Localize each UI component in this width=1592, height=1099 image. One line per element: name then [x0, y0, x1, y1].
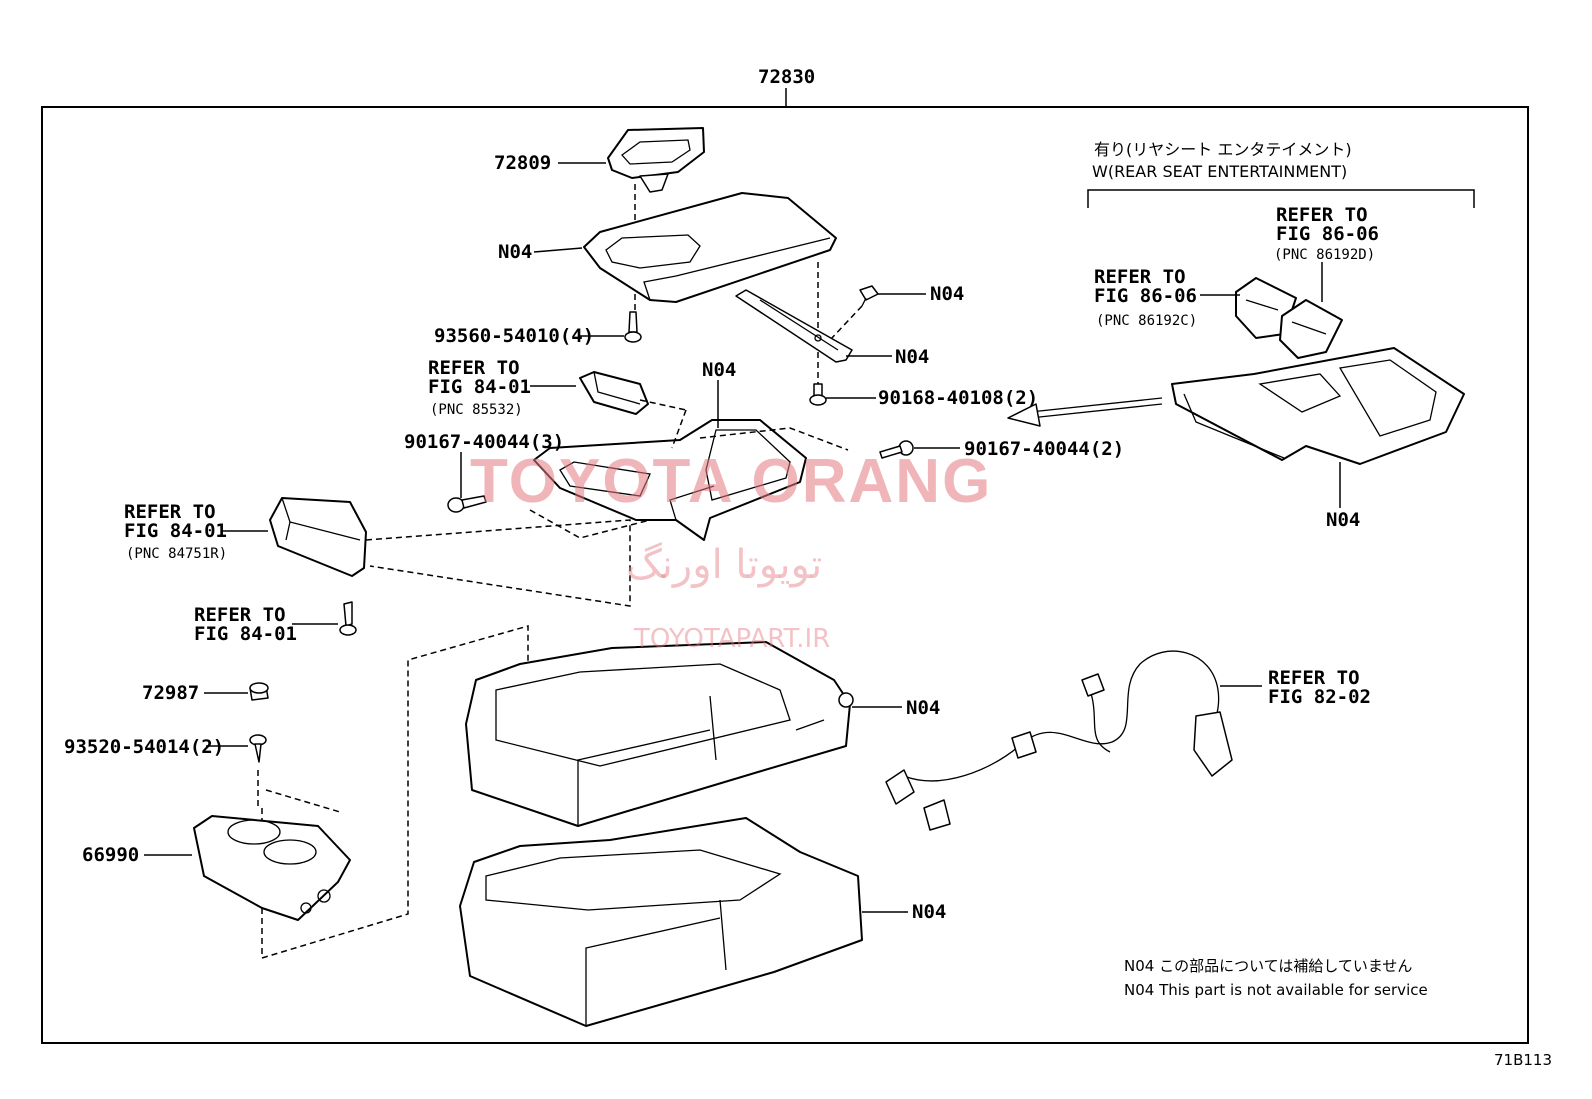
variant-japanese: 有り(リヤシート エンタテイメント) — [1094, 140, 1352, 159]
bracket-drawing — [735, 289, 853, 363]
usb-port-86192d-drawing — [1279, 299, 1343, 359]
ref-84751r-line1: REFER TO — [124, 501, 216, 523]
screw-8401-drawing — [339, 601, 357, 636]
console-box-drawing — [465, 641, 854, 827]
bolt-93560-drawing — [624, 311, 642, 343]
variant-bracket — [1087, 189, 1475, 208]
ref-86192d-line1: REFER TO — [1276, 204, 1368, 226]
callout-90167-2: 90167-40044(2) — [964, 438, 1125, 460]
upper-tray-drawing — [533, 419, 807, 541]
cap-72987-drawing — [249, 682, 269, 701]
armrest-lid-drawing — [583, 192, 837, 303]
assembly-number: 72830 — [758, 66, 816, 88]
callout-72809: 72809 — [494, 152, 552, 174]
callout-90167-3: 90167-40044(3) — [404, 431, 565, 453]
bolt-90167-3-drawing — [447, 495, 487, 513]
switch-85532-drawing — [579, 371, 649, 415]
ref-84751r-line2: FIG 84-01 — [124, 520, 227, 542]
ref-85532-line2: FIG 84-01 — [428, 376, 531, 398]
ref-86192d-pnc: (PNC 86192D) — [1274, 247, 1376, 263]
ref-8401-screw-line2: FIG 84-01 — [194, 623, 297, 645]
ref-85532-pnc: (PNC 85532) — [430, 402, 523, 418]
callout-93520: 93520-54014(2) — [64, 736, 225, 758]
ref-84751r-pnc: (PNC 84751R) — [126, 546, 228, 562]
watermark-site: TOYOTAPART.IR — [634, 624, 831, 654]
note-english: N04 This part is not available for servi… — [1124, 981, 1428, 999]
ref-86192c-pnc: (PNC 86192C) — [1096, 313, 1198, 329]
note-japanese: N04 この部品については補給していません — [1124, 957, 1413, 975]
arrow-head — [1007, 403, 1041, 427]
console-base-drawing — [459, 817, 863, 1027]
ref-8202-line2: FIG 82-02 — [1268, 686, 1371, 708]
callout-n04-clip: N04 — [930, 283, 965, 305]
callout-n04-lid: N04 — [498, 241, 533, 263]
diagram-frame — [41, 106, 1529, 1044]
arrow-shaft — [1029, 397, 1163, 413]
callout-n04-box: N04 — [906, 697, 941, 719]
switch-84751r-drawing — [269, 497, 367, 577]
ref-86192c-line1: REFER TO — [1094, 266, 1186, 288]
callout-90168: 90168-40108(2) — [878, 387, 1039, 409]
wire-harness-drawing — [885, 650, 1233, 831]
callout-72987: 72987 — [142, 682, 200, 704]
clip-drawing — [859, 285, 879, 307]
callout-n04-rear: N04 — [1326, 509, 1361, 531]
ref-8202-line1: REFER TO — [1268, 667, 1360, 689]
callout-n04-tray: N04 — [702, 359, 737, 381]
bolt-90167-2-drawing — [879, 440, 914, 459]
figure-code: 71B113 — [1494, 1051, 1553, 1069]
rear-tray-drawing — [1171, 347, 1465, 465]
bolt-90168-drawing — [809, 383, 827, 406]
screw-93520-drawing — [249, 734, 267, 763]
watermark-brand: TOYOTA ORANG — [470, 447, 993, 516]
ref-8401-screw-line1: REFER TO — [194, 604, 286, 626]
callout-93560: 93560-54010(4) — [434, 325, 595, 347]
ref-86192d-line2: FIG 86-06 — [1276, 223, 1379, 245]
callout-66990: 66990 — [82, 844, 140, 866]
ref-86192c-line2: FIG 86-06 — [1094, 285, 1197, 307]
ref-85532-line1: REFER TO — [428, 357, 520, 379]
variant-english: W(REAR SEAT ENTERTAINMENT) — [1092, 162, 1348, 181]
cupholder-66990-drawing — [193, 815, 351, 921]
watermark-persian: تویوتا اورنگ — [626, 542, 823, 588]
callout-n04-base: N04 — [912, 901, 947, 923]
bezel-72809-drawing — [607, 127, 705, 193]
callout-n04-bracket: N04 — [895, 346, 930, 368]
